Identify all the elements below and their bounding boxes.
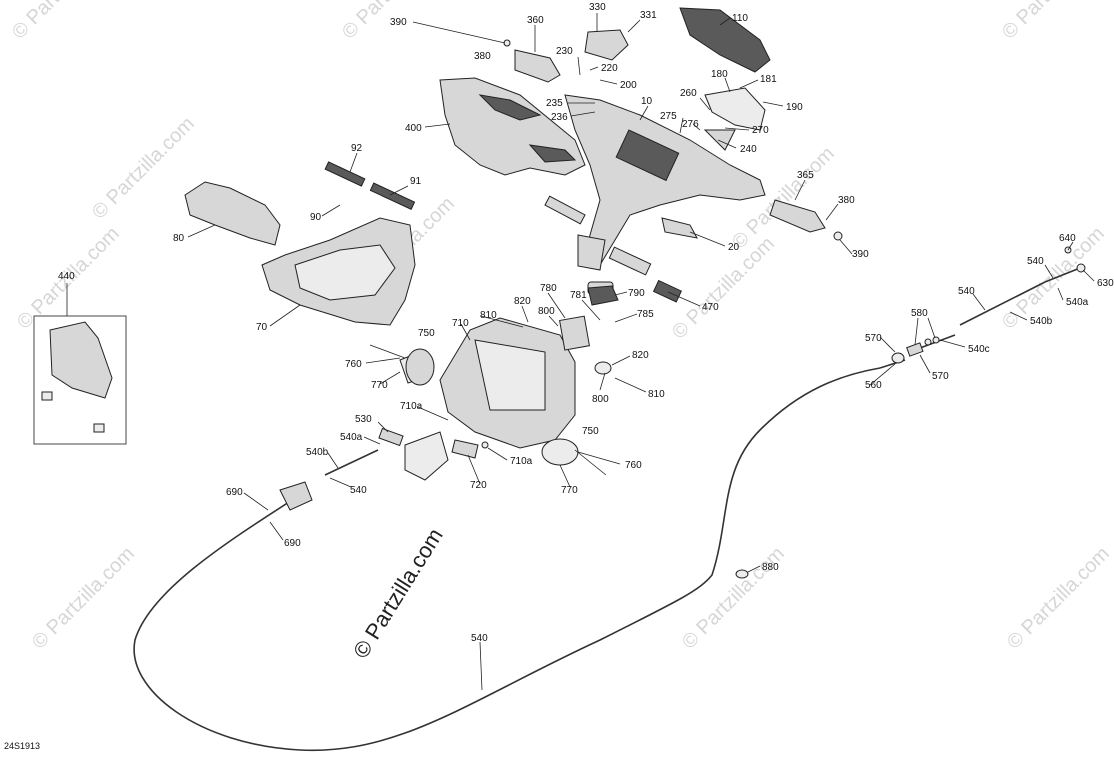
part-label: 820 (514, 296, 531, 307)
main-watermark: © Partzilla.com (348, 524, 448, 663)
watermark-text: © Partzilla.com (1003, 543, 1114, 654)
part-label: 560 (865, 380, 882, 391)
part-label: 710a (400, 401, 423, 412)
part-330 (584, 29, 629, 61)
part-label: 270 (752, 125, 769, 136)
part-labels: 390 360 330 331 110 380 230 220 200 180 … (58, 2, 1114, 644)
part-label: 181 (760, 74, 777, 85)
part-label: 275 (660, 111, 677, 122)
part-label: 400 (405, 123, 422, 134)
part-label: 760 (345, 359, 362, 370)
part-label: 220 (601, 63, 618, 74)
part-label: 540 (958, 286, 975, 297)
part-label: 770 (561, 485, 578, 496)
part-label: 180 (711, 69, 728, 80)
watermark-text: © Partzilla.com (28, 543, 139, 654)
part-label: 810 (648, 389, 665, 400)
part-80 (184, 181, 281, 246)
part-label: 540c (968, 344, 990, 355)
watermark-text: © Partzilla.com (88, 113, 199, 224)
part-label: 540b (306, 447, 329, 458)
grip-360 (514, 49, 561, 83)
part-label: 800 (538, 306, 555, 317)
part-label: 20 (728, 242, 740, 253)
part-label: 10 (641, 96, 653, 107)
part-label: 880 (762, 562, 779, 573)
part-label: 380 (474, 51, 491, 62)
body-710 (279, 285, 619, 511)
part-label: 800 (592, 394, 609, 405)
part-label: 365 (797, 170, 814, 181)
part-label: 780 (540, 283, 557, 294)
part-label: 390 (390, 17, 407, 28)
panel-assembly (184, 161, 416, 326)
watermark-text: © Partzilla.com (8, 0, 119, 44)
watermark-text: © Partzilla.com (998, 0, 1109, 44)
part-label: 540 (350, 485, 367, 496)
watermark-text: © Partzilla.com (678, 543, 789, 654)
part-label: 640 (1059, 233, 1076, 244)
part-label: 200 (620, 80, 637, 91)
part-label: 785 (637, 309, 654, 320)
part-label: 70 (256, 322, 268, 333)
handlebar-assembly (439, 7, 843, 303)
part-20 (661, 217, 698, 239)
part-label: 260 (680, 88, 697, 99)
part-label: 110 (732, 13, 748, 24)
part-label: 630 (1097, 278, 1114, 289)
part-label: 750 (418, 328, 435, 339)
part-label: 440 (58, 271, 75, 282)
part-label: 720 (470, 480, 487, 491)
watermark-text: © Partzilla.com (668, 233, 779, 344)
part-label: 570 (932, 371, 949, 382)
part-label: 530 (355, 414, 372, 425)
part-label: 770 (371, 380, 388, 391)
part-label: 190 (786, 102, 803, 113)
part-label: 92 (351, 143, 363, 154)
part-label: 690 (226, 487, 243, 498)
part-label: 235 (546, 98, 563, 109)
inset-440 (33, 315, 127, 445)
part-label: 540 (471, 633, 488, 644)
part-label: 710a (510, 456, 533, 467)
part-label: 710 (452, 318, 469, 329)
part-label: 540a (340, 432, 363, 443)
part-label: 760 (625, 460, 642, 471)
part-label: 810 (480, 310, 497, 321)
part-label: 331 (640, 10, 657, 21)
part-label: 540b (1030, 316, 1053, 327)
diagram-code: 24S1913 (4, 741, 40, 751)
part-label: 790 (628, 288, 645, 299)
leader-lines (66, 13, 1095, 691)
part-label: 540a (1066, 297, 1089, 308)
part-label: 750 (582, 426, 599, 437)
part-label: 540 (1027, 256, 1044, 267)
part-label: 80 (173, 233, 185, 244)
part-label: 580 (911, 308, 928, 319)
part-label: 781 (570, 290, 587, 301)
part-label: 330 (589, 2, 606, 13)
right-cable-end (735, 246, 1086, 579)
part-label: 390 (852, 249, 869, 260)
part-label: 360 (527, 15, 544, 26)
part-label: 236 (551, 112, 568, 123)
part-label: 240 (740, 144, 757, 155)
part-label: 276 (682, 119, 699, 130)
part-label: 380 (838, 195, 855, 206)
part-label: 230 (556, 46, 573, 57)
grip-365 (769, 199, 826, 233)
part-label: 820 (632, 350, 649, 361)
part-110 (679, 7, 771, 73)
part-label: 690 (284, 538, 301, 549)
part-180 (704, 87, 766, 131)
part-label: 570 (865, 333, 882, 344)
part-label: 470 (702, 302, 719, 313)
part-680 (279, 481, 313, 511)
part-label: 91 (410, 176, 422, 187)
part-label: 90 (310, 212, 322, 223)
